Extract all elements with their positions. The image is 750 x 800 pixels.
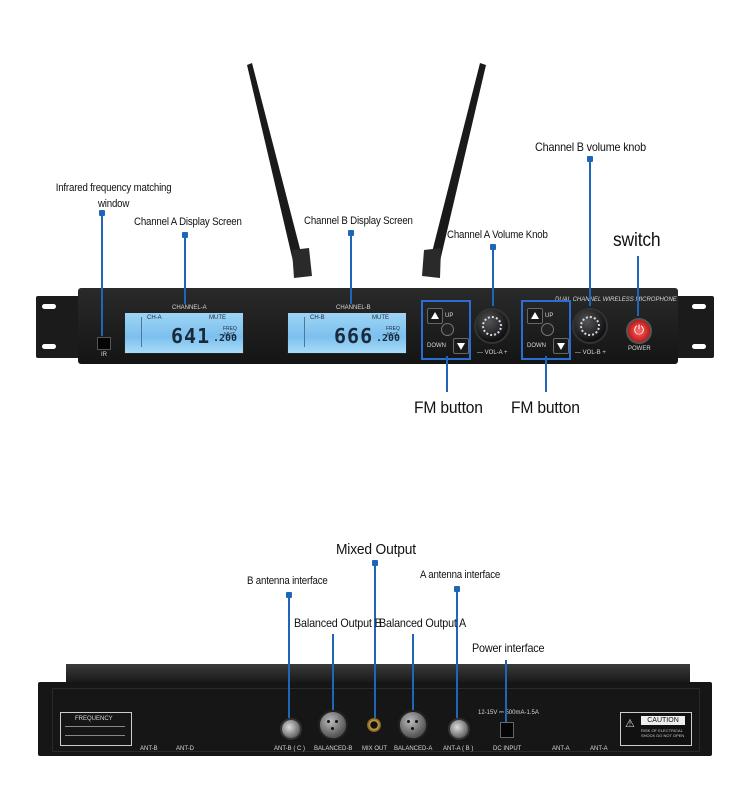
antennas <box>247 63 486 278</box>
caution-label: ⚠ CAUTION RISK OF ELECTRICAL SHOCK DO NO… <box>620 712 692 746</box>
dc-input-jack[interactable] <box>500 722 514 738</box>
ir-label: IR <box>101 352 107 358</box>
callout-mixed-output: Mixed Output <box>336 541 416 558</box>
callout-ant-a: A antenna interface <box>420 569 501 581</box>
callout-fm-button-2: FM button <box>511 398 580 417</box>
ant-b-connector[interactable] <box>280 718 302 740</box>
fm-button-group-b[interactable]: UP DOWN <box>521 300 571 360</box>
callout-power-interface: Power interface <box>472 641 545 655</box>
channel-a-frequency: 641 <box>171 324 211 348</box>
set-button-b[interactable] <box>541 323 554 336</box>
callout-fm-button-1: FM button <box>414 398 483 417</box>
power-icon: ⏻ <box>633 322 645 337</box>
ant-a-connector[interactable] <box>448 718 470 740</box>
channel-a-label: CHANNEL-A <box>172 305 207 311</box>
down-button-b[interactable] <box>553 338 569 354</box>
callout-balanced-b: Balanced Output B <box>294 616 382 630</box>
rack-ear-left <box>36 296 86 358</box>
callout-knob-a: Channel A Volume Knob <box>447 229 548 241</box>
channel-a-volume-knob[interactable] <box>474 308 510 344</box>
ir-window <box>97 337 111 350</box>
set-button-a[interactable] <box>441 323 454 336</box>
down-button-a[interactable] <box>453 338 469 354</box>
frequency-box: FREQUENCY <box>60 712 132 746</box>
rear-chassis-top <box>66 664 690 682</box>
callout-ir-window: Infrared frequency matching window <box>55 182 172 210</box>
antenna-left <box>247 63 312 278</box>
balanced-a-connector[interactable] <box>398 710 428 740</box>
antenna-right <box>422 63 486 278</box>
warning-icon: ⚠ <box>625 718 635 730</box>
channel-b-volume-knob[interactable] <box>572 308 608 344</box>
callout-display-b: Channel B Display Screen <box>304 215 413 227</box>
callout-display-a: Channel A Display Screen <box>134 216 242 228</box>
channel-a-display: CH-A MUTE 641 .200 FREQ MHZ <box>124 312 244 354</box>
callout-knob-b: Channel B volume knob <box>535 140 646 154</box>
mix-out-jack[interactable] <box>367 718 381 732</box>
up-button-b[interactable] <box>527 308 543 324</box>
callout-switch: switch <box>613 230 661 251</box>
channel-b-frequency: 666 <box>334 324 374 348</box>
callout-balanced-a: Balanced Output A <box>379 616 467 630</box>
callout-ant-b: B antenna interface <box>247 575 328 587</box>
power-switch[interactable]: ⏻ <box>626 318 652 344</box>
channel-b-label: CHANNEL-B <box>336 305 371 311</box>
channel-b-display: CH-B MUTE 666 .200 FREQ MHZ <box>287 312 407 354</box>
up-button-a[interactable] <box>427 308 443 324</box>
fm-button-group-a[interactable]: UP DOWN <box>421 300 471 360</box>
brand-text: DUAL CHANNEL WIRELESS MICROPHONE <box>555 297 677 303</box>
balanced-b-connector[interactable] <box>318 710 348 740</box>
